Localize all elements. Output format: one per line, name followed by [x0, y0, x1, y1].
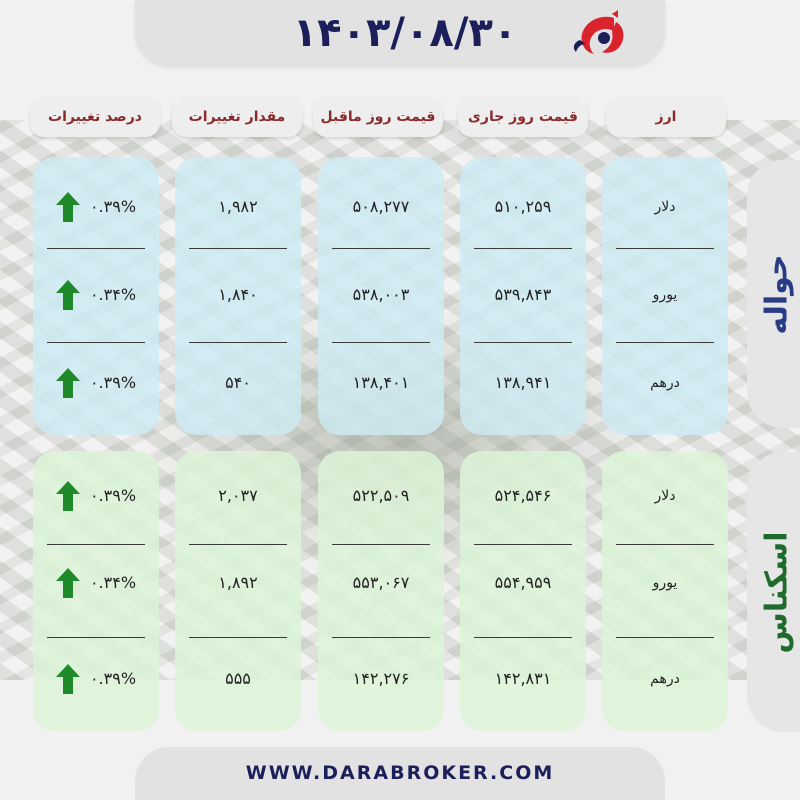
eskenas-section-label: اسکناس — [759, 530, 795, 654]
eskenas-change-dollar: ۲,۰۳۷ — [218, 486, 258, 505]
eskenas-previous-column: ۵۲۲,۵۰۹ ۵۵۳,۰۶۷ ۱۴۲,۲۷۶ — [318, 451, 444, 731]
row-divider — [332, 342, 430, 343]
row-divider — [47, 637, 145, 638]
rooster-logo-icon — [573, 10, 624, 54]
up-arrow-icon — [55, 368, 80, 398]
eskenas-current-column: ۵۲۴,۵۴۶ ۵۵۴,۹۵۹ ۱۴۲,۸۳۱ — [460, 451, 586, 731]
column-header-currency: ارز — [606, 97, 726, 137]
eskenas-percent-dollar: ۰.۳۹% — [33, 476, 159, 516]
page-date: ۱۴۰۳/۰۸/۳۰ — [292, 10, 518, 56]
eskenas-previous-dirham: ۱۴۲,۲۷۶ — [352, 669, 410, 688]
up-arrow-icon — [55, 280, 80, 310]
row-divider — [474, 637, 572, 638]
havale-percent-dirham: ۰.۳۹% — [33, 363, 159, 403]
row-divider — [332, 544, 430, 545]
havale-change-dollar: ۱,۹۸۲ — [218, 197, 258, 216]
up-arrow-icon — [55, 568, 80, 598]
eskenas-percent-column: ۰.۳۹% ۰.۳۴% ۰.۳۹% — [33, 451, 159, 731]
percent-value: ۰.۳۹% — [89, 373, 137, 392]
column-header-change-percent: درصد تغییرات — [30, 97, 160, 137]
row-divider — [189, 637, 287, 638]
row-divider — [616, 637, 714, 638]
row-divider — [616, 544, 714, 545]
eskenas-currency-dollar: دلار — [654, 488, 676, 504]
havale-percent-euro: ۰.۳۴% — [33, 275, 159, 315]
percent-value: ۰.۳۹% — [89, 669, 137, 688]
havale-percent-column: ۰.۳۹% ۰.۳۴% ۰.۳۹% — [33, 157, 159, 435]
eskenas-change-euro: ۱,۸۹۲ — [218, 573, 258, 592]
row-divider — [189, 248, 287, 249]
column-header-change-amount: مقدار تغییرات — [172, 97, 302, 137]
havale-currency-dollar: دلار — [654, 199, 676, 215]
percent-value: ۰.۳۴% — [89, 285, 137, 304]
havale-current-dollar: ۵۱۰,۲۵۹ — [494, 197, 552, 216]
row-divider — [47, 248, 145, 249]
footer-bar: WWW.DARABROKER.COM — [135, 747, 665, 800]
havale-current-euro: ۵۳۹,۸۴۳ — [494, 285, 552, 304]
up-arrow-icon — [55, 192, 80, 222]
havale-change-euro: ۱,۸۴۰ — [218, 285, 258, 304]
column-header-current-price: قیمت روز جاری — [458, 97, 588, 137]
eskenas-change-column: ۲,۰۳۷ ۱,۸۹۲ ۵۵۵ — [175, 451, 301, 731]
eskenas-current-dollar: ۵۲۴,۵۴۶ — [494, 486, 552, 505]
row-divider — [616, 248, 714, 249]
eskenas-change-dirham: ۵۵۵ — [225, 669, 251, 688]
havale-currency-column: دلار یورو درهم — [602, 157, 728, 435]
eskenas-previous-dollar: ۵۲۲,۵۰۹ — [352, 486, 410, 505]
eskenas-side-tab: اسکناس — [747, 452, 800, 732]
eskenas-currency-dirham: درهم — [650, 671, 680, 687]
havale-side-tab: حواله — [747, 160, 800, 428]
row-divider — [474, 544, 572, 545]
website-link[interactable]: WWW.DARABROKER.COM — [245, 762, 555, 784]
up-arrow-icon — [55, 481, 80, 511]
row-divider — [47, 342, 145, 343]
row-divider — [474, 342, 572, 343]
row-divider — [189, 544, 287, 545]
header-bar — [135, 0, 665, 66]
eskenas-current-dirham: ۱۴۲,۸۳۱ — [494, 669, 552, 688]
percent-value: ۰.۳۴% — [89, 573, 137, 592]
column-header-previous-price: قیمت روز ماقبل — [313, 97, 443, 137]
eskenas-currency-euro: یورو — [652, 575, 678, 591]
eskenas-current-euro: ۵۵۴,۹۵۹ — [494, 573, 552, 592]
havale-current-dirham: ۱۳۸,۹۴۱ — [494, 373, 552, 392]
eskenas-percent-euro: ۰.۳۴% — [33, 563, 159, 603]
percent-value: ۰.۳۹% — [89, 197, 137, 216]
up-arrow-icon — [55, 664, 80, 694]
row-divider — [332, 637, 430, 638]
havale-currency-euro: یورو — [652, 287, 678, 303]
row-divider — [616, 342, 714, 343]
havale-currency-dirham: درهم — [650, 375, 680, 391]
row-divider — [189, 342, 287, 343]
havale-previous-dollar: ۵۰۸,۲۷۷ — [352, 197, 410, 216]
percent-value: ۰.۳۹% — [89, 486, 137, 505]
havale-previous-euro: ۵۳۸,۰۰۳ — [352, 285, 410, 304]
havale-previous-dirham: ۱۳۸,۴۰۱ — [352, 373, 410, 392]
havale-change-column: ۱,۹۸۲ ۱,۸۴۰ ۵۴۰ — [175, 157, 301, 435]
havale-section-label: حواله — [759, 253, 795, 335]
havale-current-column: ۵۱۰,۲۵۹ ۵۳۹,۸۴۳ ۱۳۸,۹۴۱ — [460, 157, 586, 435]
row-divider — [332, 248, 430, 249]
havale-previous-column: ۵۰۸,۲۷۷ ۵۳۸,۰۰۳ ۱۳۸,۴۰۱ — [318, 157, 444, 435]
havale-percent-dollar: ۰.۳۹% — [33, 187, 159, 227]
eskenas-percent-dirham: ۰.۳۹% — [33, 659, 159, 699]
row-divider — [474, 248, 572, 249]
havale-change-dirham: ۵۴۰ — [225, 373, 251, 392]
eskenas-currency-column: دلار یورو درهم — [602, 451, 728, 731]
eskenas-previous-euro: ۵۵۳,۰۶۷ — [352, 573, 410, 592]
row-divider — [47, 544, 145, 545]
